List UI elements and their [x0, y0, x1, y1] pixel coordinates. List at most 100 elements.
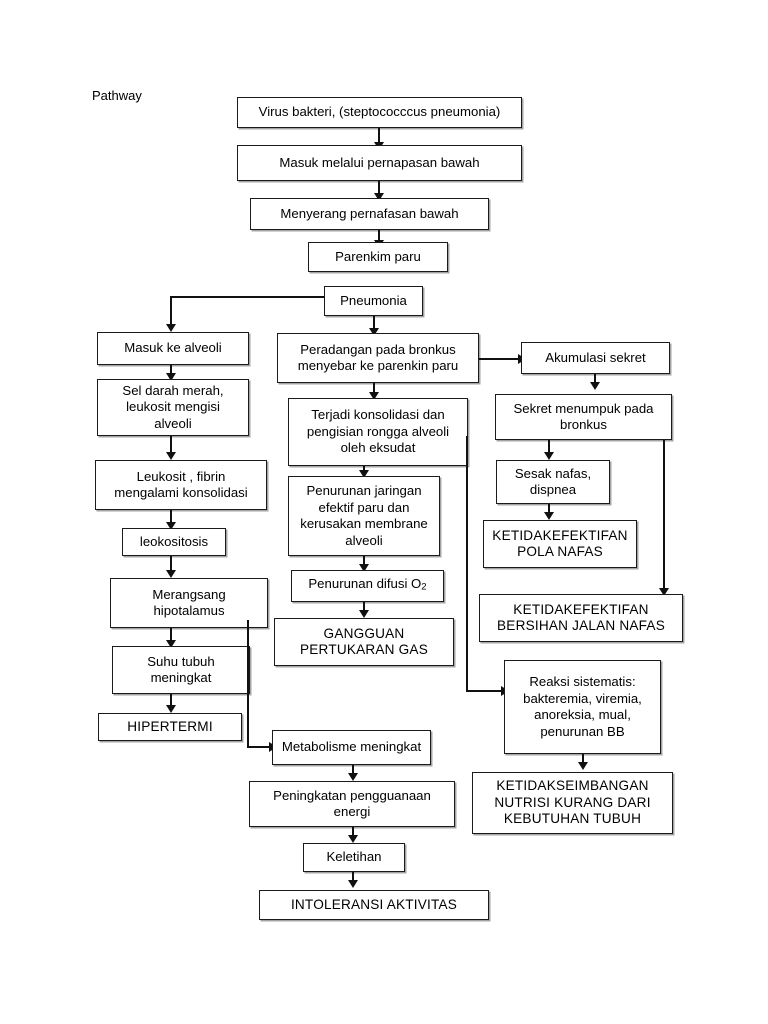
arrowhead-icon	[544, 452, 554, 460]
connector-leukosit-down	[170, 510, 172, 526]
node-masuk-pernapasan[interactable]: Masuk melalui pernapasan bawah	[237, 145, 522, 181]
arrowhead-icon	[659, 588, 669, 596]
node-label: leokositosis	[139, 533, 209, 549]
arrowhead-icon	[374, 193, 384, 201]
node-label: Peradangan pada bronkus menyebar ke pare…	[297, 341, 459, 374]
node-label: KETIDAKEFEKTIFAN BERSIHAN JALAN NAFAS	[497, 601, 665, 634]
node-label: Penurunan jaringan efektif paru dan keru…	[300, 483, 428, 548]
page-title: Pathway	[92, 88, 142, 103]
node-label: KETIDAKSEIMBANGAN NUTRISI KURANG DARI KE…	[494, 778, 651, 827]
connector-akumulasi-down	[594, 374, 596, 388]
connector-merangsang-down	[170, 628, 172, 644]
arrowhead-icon	[166, 522, 176, 530]
node-virus-bakteri[interactable]: Virus bakteri, (steptococccus pneumonia)	[237, 97, 522, 128]
node-label: HIPERTERMI	[127, 718, 213, 734]
connector-hipotalamus-to-metabolisme-h	[247, 746, 271, 748]
connector-konsolidasi-to-reaksi-h	[466, 690, 504, 692]
connector-peradangan-down	[373, 383, 375, 396]
connector-pneumonia-down	[373, 316, 375, 332]
node-label: Peningkatan pengguanaan energi	[273, 787, 431, 820]
connector-penggunaan-down	[352, 827, 354, 839]
connector-pneumonia-left-h	[170, 296, 325, 298]
connector-keletihan-down	[352, 872, 354, 886]
node-label: Sesak nafas, dispnea	[514, 465, 592, 498]
node-ketidakseimbangan-nutrisi[interactable]: KETIDAKSEIMBANGAN NUTRISI KURANG DARI KE…	[472, 772, 673, 834]
node-peradangan-bronkus[interactable]: Peradangan pada bronkus menyebar ke pare…	[277, 333, 479, 383]
node-label: Sekret menumpuk pada bronkus	[513, 400, 654, 433]
node-sesak-nafas[interactable]: Sesak nafas, dispnea	[496, 460, 610, 504]
node-label: Masuk ke alveoli	[124, 340, 222, 356]
connector-hipotalamus-to-metabolisme-v	[247, 620, 249, 746]
node-terjadi-konsolidasi[interactable]: Terjadi konsolidasi dan pengisian rongga…	[288, 398, 468, 466]
arrowhead-icon	[166, 373, 176, 381]
node-suhu-tubuh[interactable]: Suhu tubuh meningkat	[112, 646, 250, 694]
node-label: Suhu tubuh meningkat	[147, 653, 215, 686]
arrowhead-icon	[348, 773, 358, 781]
node-label: Akumulasi sekret	[545, 349, 646, 365]
connector-leokositosis-down	[170, 556, 172, 576]
node-label: Menyerang pernafasan bawah	[280, 205, 459, 221]
node-ketidakefektifan-bersihan-jalan-nafas[interactable]: KETIDAKEFEKTIFAN BERSIHAN JALAN NAFAS	[479, 594, 683, 642]
node-sekret-menumpuk[interactable]: Sekret menumpuk pada bronkus	[495, 394, 672, 440]
connector-suhu-down	[170, 694, 172, 709]
node-intoleransi-aktivitas[interactable]: INTOLERANSI AKTIVITAS	[259, 890, 489, 920]
node-keletihan[interactable]: Keletihan	[303, 843, 405, 872]
connector-masuk-alveoli-down	[170, 365, 172, 377]
node-reaksi-sistematis[interactable]: Reaksi sistematis: bakteremia, viremia, …	[504, 660, 661, 754]
arrowhead-icon	[369, 328, 379, 336]
connector-pneumonia-left-v	[170, 296, 172, 328]
node-label: Virus bakteri, (steptococccus pneumonia)	[258, 104, 501, 120]
node-label: Sel darah merah, leukosit mengisi alveol…	[122, 382, 224, 431]
node-label: Merangsang hipotalamus	[152, 586, 226, 619]
node-label-composite: Penurunan difusi O2	[296, 576, 439, 596]
arrowhead-icon	[348, 880, 358, 888]
subscript-2: 2	[421, 581, 427, 593]
node-label: Penurunan difusi O	[308, 575, 422, 591]
node-label: Metabolisme meningkat	[281, 739, 422, 755]
connector-virus-to-masuk	[378, 128, 380, 146]
arrowhead-icon	[544, 512, 554, 520]
connector-peradangan-to-akumulasi	[479, 358, 521, 360]
node-sel-darah-merah[interactable]: Sel darah merah, leukosit mengisi alveol…	[97, 379, 249, 436]
arrowhead-icon	[348, 835, 358, 843]
node-label: INTOLERANSI AKTIVITAS	[290, 896, 458, 912]
node-label: Leukosit , fibrin mengalami konsolidasi	[114, 468, 248, 501]
node-parenkim-paru[interactable]: Parenkim paru	[308, 242, 448, 272]
node-masuk-alveoli[interactable]: Masuk ke alveoli	[97, 332, 249, 365]
node-ketidakefektifan-pola-nafas[interactable]: KETIDAKEFEKTIFAN POLA NAFAS	[483, 520, 637, 568]
connector-difusi-down	[363, 602, 365, 616]
arrowhead-icon	[578, 762, 588, 770]
node-metabolisme-meningkat[interactable]: Metabolisme meningkat	[272, 730, 431, 765]
node-merangsang-hipotalamus[interactable]: Merangsang hipotalamus	[110, 578, 268, 628]
arrowhead-icon	[359, 610, 369, 618]
node-label: Keletihan	[326, 849, 382, 865]
connector-menyerang-to-parenkim	[378, 230, 380, 244]
node-gangguan-pertukaran-gas[interactable]: GANGGUAN PERTUKARAN GAS	[274, 618, 454, 666]
node-label: Terjadi konsolidasi dan pengisian rongga…	[306, 407, 450, 456]
node-penurunan-jaringan[interactable]: Penurunan jaringan efektif paru dan keru…	[288, 476, 440, 556]
node-label: Pneumonia	[340, 292, 407, 308]
node-leokositosis[interactable]: leokositosis	[122, 528, 226, 556]
connector-sesak-down	[548, 504, 550, 518]
node-hipertermi[interactable]: HIPERTERMI	[98, 713, 242, 741]
node-menyerang-pernafasan[interactable]: Menyerang pernafasan bawah	[250, 198, 489, 230]
node-label: Parenkim paru	[335, 248, 421, 264]
arrowhead-icon	[359, 564, 369, 572]
node-penurunan-difusi[interactable]: Penurunan difusi O2	[291, 570, 444, 602]
node-label: Reaksi sistematis: bakteremia, viremia, …	[523, 674, 642, 739]
arrowhead-icon	[369, 392, 379, 400]
arrowhead-icon	[359, 470, 369, 478]
arrowhead-icon	[166, 324, 176, 332]
node-peningkatan-penggunaan-energi[interactable]: Peningkatan pengguanaan energi	[249, 781, 455, 827]
node-label: KETIDAKEFEKTIFAN POLA NAFAS	[492, 527, 628, 560]
connector-sel-darah-down	[170, 436, 172, 458]
connector-sekret-down	[548, 440, 550, 458]
arrowhead-icon	[166, 640, 176, 648]
connector-sekret-to-bersihan-v	[663, 440, 665, 592]
connector-metabolisme-down	[352, 765, 354, 777]
node-akumulasi-sekret[interactable]: Akumulasi sekret	[521, 342, 670, 374]
node-leukosit-fibrin[interactable]: Leukosit , fibrin mengalami konsolidasi	[95, 460, 267, 510]
node-label: GANGGUAN PERTUKARAN GAS	[300, 625, 428, 658]
node-pneumonia[interactable]: Pneumonia	[324, 286, 423, 316]
